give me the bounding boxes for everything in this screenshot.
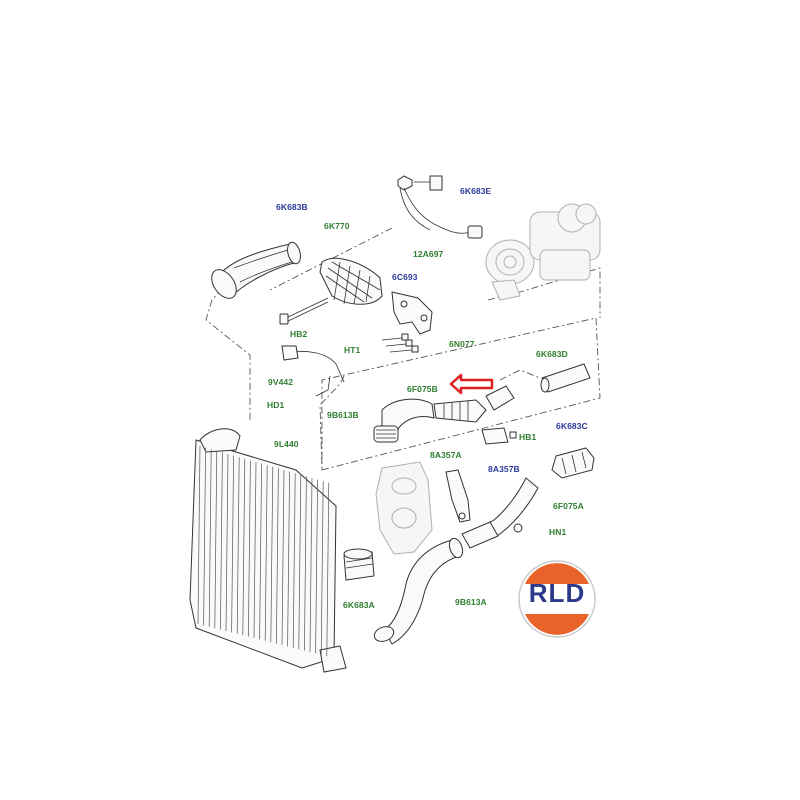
intercooler-fin [253, 461, 257, 639]
hose-6f075b-part [433, 385, 515, 423]
intercooler-fin [208, 449, 212, 627]
dashed-leader-6k683d [499, 369, 541, 381]
intercooler-fin [259, 463, 262, 640]
label-hn1: HN1 [549, 527, 567, 537]
logo-text: RLD [528, 578, 586, 608]
intercooler-fin [292, 473, 296, 648]
bracket-8a357a-part [445, 469, 471, 523]
intercooler-fin [281, 469, 285, 646]
dashed-leader-mid [319, 375, 345, 471]
bracket-6c693-part [391, 291, 433, 335]
hose-9b613a-part [373, 537, 464, 645]
intercooler-fin [231, 455, 234, 633]
bolt-hb2-part [279, 297, 329, 325]
clip-6k683d-part [540, 363, 591, 393]
label-hb2: HB2 [290, 329, 308, 339]
label-6k683b: 6K683B [276, 202, 308, 212]
label-8a357b: 8A357B [488, 464, 520, 474]
rld-logo: RLD [518, 560, 596, 638]
hose-6k683c-part [551, 447, 595, 479]
label-6n077: 6N077 [449, 339, 475, 349]
bolts-ht1-part [381, 333, 419, 353]
label-6f075a: 6F075A [553, 501, 584, 511]
dashed-box-outline [321, 317, 601, 471]
label-9v442: 9V442 [268, 377, 294, 387]
sensor-9v442-part [281, 345, 345, 397]
label-6f075b: 6F075B [407, 384, 438, 394]
intercooler-fin [214, 450, 218, 629]
elbow-9b613b-part [373, 398, 435, 443]
label-6k683e: 6K683E [460, 186, 492, 196]
label-6k683a: 6K683A [343, 600, 375, 610]
label-hb1: HB1 [519, 432, 537, 442]
label-hd1: HD1 [267, 400, 285, 410]
intercooler-fin [287, 471, 290, 647]
label-6k683d: 6K683D [536, 349, 568, 359]
intercooler-fin [315, 479, 318, 654]
intercooler-fins [197, 445, 330, 657]
hose-6k683a-part [343, 548, 375, 581]
arrow-left-icon [449, 373, 494, 395]
intercooler-fin [298, 474, 302, 650]
intercooler-fin [304, 476, 307, 651]
label-9l440: 9L440 [274, 439, 299, 449]
hose-6k683b-part [211, 241, 301, 299]
vacuum-pipe-part [397, 175, 483, 239]
pipe-6f075a-part [461, 477, 539, 549]
turbocharger-part [485, 203, 601, 301]
air-duct-6k770-part [319, 257, 383, 305]
label-6c693: 6C693 [392, 272, 418, 282]
intercooler-fin [203, 447, 206, 626]
label-ht1: HT1 [344, 345, 361, 355]
label-9b613a: 9B613A [455, 597, 487, 607]
valve-housing-part [375, 461, 433, 555]
label-6k770: 6K770 [324, 221, 350, 231]
intercooler-fin [326, 482, 330, 657]
intercooler-fin [197, 445, 201, 625]
intercooler-fin [320, 481, 324, 655]
bracket-8a357b-part [481, 427, 517, 445]
intercooler-fin [225, 453, 229, 632]
label-6k683c: 6K683C [556, 421, 588, 431]
intercooler-fin [242, 458, 246, 636]
intercooler-fin [220, 452, 223, 630]
intercooler-fin [309, 477, 313, 653]
intercooler-fin [264, 465, 268, 641]
intercooler-fin [270, 466, 274, 643]
intercooler-fin [276, 468, 279, 644]
intercooler-fin [248, 460, 251, 637]
label-12a697: 12A697 [413, 249, 444, 259]
rld-logo-emblem [518, 560, 596, 638]
intercooler-fin [236, 457, 240, 634]
label-8a357a: 8A357A [430, 450, 462, 460]
label-9b613b: 9B613B [327, 410, 359, 420]
